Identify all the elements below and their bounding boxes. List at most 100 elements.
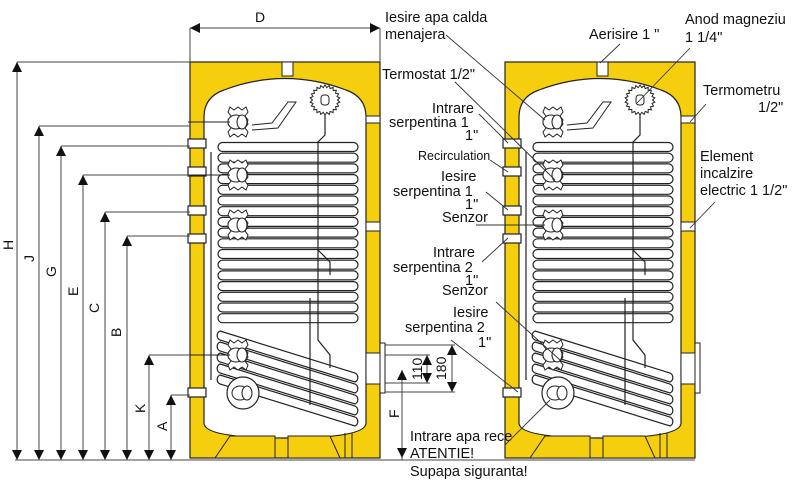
side-port-1 [187, 166, 207, 177]
anode-rod-lower [317, 250, 331, 368]
coil-upper-turn [217, 195, 359, 206]
dim-arrow-down-E [78, 450, 88, 460]
coil-upper-turn [217, 270, 359, 281]
coil-upper-turn [217, 163, 359, 174]
coil-upper-turn [532, 238, 674, 249]
label-coil2-outlet-2: serpentina 2 [405, 320, 485, 336]
coil-upper-turn [532, 163, 674, 174]
coil-lower-turn [216, 330, 359, 383]
coil-upper-turn [217, 174, 359, 185]
support-leg-right [287, 435, 341, 459]
dim-label-G: G [43, 266, 59, 277]
side-port-2 [502, 205, 522, 216]
dim-label-J: J [21, 255, 37, 262]
dim-label-B: B [108, 328, 124, 337]
label-heater-1: Element [700, 149, 753, 165]
anode-magnesium-cap [320, 94, 330, 106]
anode-rod [317, 115, 331, 275]
coil-upper-turn [532, 270, 674, 281]
label-coil1-outlet-3: 1" [465, 197, 478, 213]
dim-arrow-down-180 [447, 382, 457, 392]
leader-coil1-outlet [485, 191, 509, 211]
coil-lower-turn [531, 363, 674, 416]
coil-upper-turn [217, 259, 359, 270]
leader-coil1-inlet [478, 113, 509, 144]
dim-arrow-down-K [144, 450, 154, 460]
dim-label-D: D [255, 9, 265, 25]
coil-upper-turn [532, 141, 674, 153]
side-flange-plate [694, 342, 701, 394]
side-port-3 [502, 233, 522, 244]
coil-lower-turn [531, 341, 674, 394]
coil-upper-turn [217, 302, 359, 313]
label-warning-1: ATENTIE! [410, 446, 474, 462]
coil-lower-turn [531, 330, 674, 383]
anode-rod-lower [632, 250, 646, 368]
leader-sensor2 [495, 301, 561, 361]
label-cold-water-inlet: Intrare apa rece [410, 429, 512, 445]
thermostat-pocket [566, 101, 612, 131]
coil-upper-turn [532, 259, 674, 270]
label-coil1-inlet-2: serpentina 1 [389, 115, 469, 131]
support-leg-left [529, 435, 591, 459]
label-coil2-outlet-1: Iesire [453, 305, 488, 321]
vent-port [596, 61, 609, 77]
dim-arrow-up-E [78, 175, 88, 185]
label-thermometer-1: Termometru [703, 83, 780, 99]
coil-upper-turn [217, 184, 359, 195]
coil-upper-turn [532, 184, 674, 195]
label-heater-3: electric 1 1/2" [700, 183, 787, 199]
coil-upper-turn [532, 302, 674, 313]
dim-arrow-down-G [56, 450, 66, 460]
dim-arrow-up-B [122, 236, 132, 246]
right-tank [502, 61, 701, 459]
coil-upper-turn [217, 248, 359, 260]
dim-label-H: H [0, 240, 16, 250]
coil-lower-turn [216, 363, 359, 416]
leader-coil2-inlet [481, 237, 509, 263]
coupling-coil2-pipe-end [551, 347, 563, 363]
dim-arrow-up-F [397, 370, 407, 380]
coupling-hot-outlet-pipe-end [236, 114, 248, 130]
coil-upper-turn [532, 291, 674, 302]
dim-arrow-down-B [122, 450, 132, 460]
dim-arrow-up-J [34, 126, 44, 136]
label-anode-1: Anod magneziu [685, 12, 786, 28]
coupling-sensor-pipe-end [551, 217, 563, 233]
label-hot-water-outlet-1: Iesire apa calda [385, 10, 488, 26]
dim-arrow-up-C [100, 212, 110, 222]
coil-upper-turn [532, 281, 674, 292]
label-warning-2: Supapa siguranta! [410, 464, 528, 480]
side-flange-opening [365, 352, 381, 385]
dim-arrow-D-right [370, 23, 380, 33]
label-coil1-inlet-3: 1" [465, 128, 478, 144]
coil-upper-turn [217, 216, 359, 227]
dim-arrow-down-110 [422, 373, 432, 383]
heater-port [680, 221, 696, 232]
label-coil2-inlet-2: serpentina 2 [393, 260, 473, 276]
dim-arrow-down-A [166, 450, 176, 460]
dim-label-180: 180 [433, 356, 449, 380]
dim-arrow-D-left [190, 23, 200, 33]
leader-thermostat [454, 81, 556, 181]
label-thermostat: Termostat 1/2" [382, 67, 475, 83]
dim-label-K: K [132, 403, 148, 413]
side-port-0 [502, 138, 522, 149]
dim-arrow-up-180 [447, 345, 457, 355]
dim-label-A: A [154, 421, 170, 431]
leader-hot-water [445, 34, 546, 121]
dim-label-F: F [386, 409, 402, 418]
anode-rod [632, 115, 646, 275]
side-port-2 [187, 205, 207, 216]
heater-port [365, 221, 381, 232]
dim-arrow-up-A [166, 395, 176, 405]
leader-coil2-outlet [450, 339, 519, 393]
support-leg-left [214, 435, 276, 459]
thermometer-port [680, 115, 696, 124]
side-flange-opening [680, 352, 696, 385]
thermostat-pocket [251, 101, 297, 131]
side-port-3 [187, 233, 207, 244]
coil-upper-turn [532, 227, 674, 238]
coil-upper-turn [532, 206, 674, 217]
